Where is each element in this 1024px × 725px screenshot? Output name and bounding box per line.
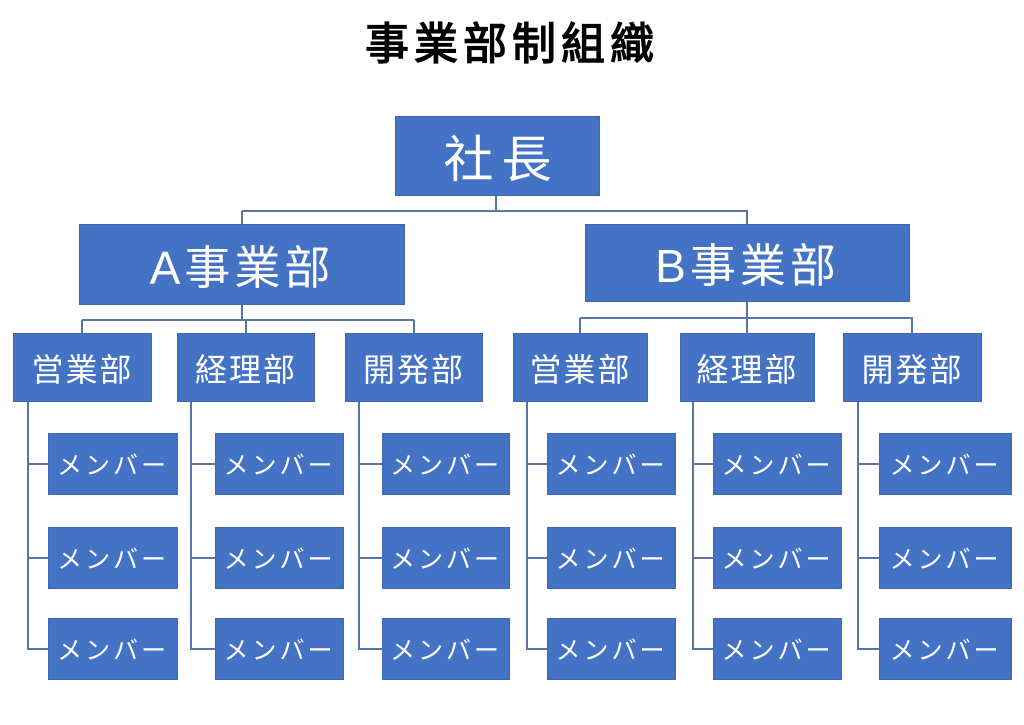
connector-line (857, 463, 879, 465)
connector-line (27, 648, 48, 650)
dept-a-accounting-box: 経理部 (177, 333, 315, 402)
connector-line (27, 557, 48, 559)
connector-line (190, 557, 215, 559)
member-box: メンバー (48, 527, 178, 589)
member-box: メンバー (547, 433, 676, 495)
member-box: メンバー (713, 618, 842, 680)
connector-line (857, 402, 859, 650)
dept-a-sales-box: 営業部 (13, 333, 152, 402)
member-box: メンバー (382, 618, 510, 680)
member-box: メンバー (215, 433, 344, 495)
member-box: メンバー (215, 527, 344, 589)
member-box: メンバー (713, 527, 842, 589)
dept-b-development-box: 開発部 (843, 333, 982, 402)
connector-line (526, 557, 547, 559)
connector-line (746, 211, 748, 224)
member-box: メンバー (382, 527, 510, 589)
division-b-box: B事業部 (585, 224, 910, 302)
connector-line (526, 402, 528, 650)
connector-line (82, 319, 414, 321)
connector-line (746, 318, 748, 333)
connector-line (495, 196, 497, 211)
dept-b-sales-box: 営業部 (513, 333, 648, 402)
connector-line (242, 210, 748, 212)
connector-line (692, 463, 713, 465)
division-a-box: A事業部 (79, 224, 405, 305)
connector-line (857, 648, 879, 650)
dept-a-development-box: 開発部 (345, 333, 483, 402)
connector-line (358, 463, 382, 465)
connector-line (241, 305, 243, 320)
connector-line (857, 557, 879, 559)
connector-line (358, 402, 360, 650)
connector-line (358, 648, 382, 650)
member-box: メンバー (547, 618, 676, 680)
connector-line (692, 648, 713, 650)
connector-line (190, 648, 215, 650)
connector-line (27, 463, 48, 465)
member-box: メンバー (382, 433, 510, 495)
connector-line (190, 463, 215, 465)
member-box: メンバー (215, 618, 344, 680)
member-box: メンバー (48, 618, 178, 680)
member-box: メンバー (48, 433, 178, 495)
connector-line (692, 402, 694, 650)
connector-line (190, 402, 192, 650)
connector-line (911, 318, 913, 333)
member-box: メンバー (879, 527, 1012, 589)
president-box: 社長 (395, 116, 600, 196)
member-box: メンバー (879, 618, 1012, 680)
connector-line (81, 320, 83, 333)
chart-title: 事業部制組織 (365, 20, 659, 69)
member-box: メンバー (713, 433, 842, 495)
connector-line (526, 648, 547, 650)
member-box: メンバー (879, 433, 1012, 495)
connector-line (245, 320, 247, 333)
connector-line (692, 557, 713, 559)
connector-line (746, 302, 748, 318)
dept-b-accounting-box: 経理部 (680, 333, 815, 402)
connector-line (27, 402, 29, 650)
connector-line (358, 557, 382, 559)
connector-line (413, 320, 415, 333)
connector-line (526, 463, 547, 465)
connector-line (241, 211, 243, 224)
member-box: メンバー (547, 527, 676, 589)
connector-line (579, 318, 581, 333)
